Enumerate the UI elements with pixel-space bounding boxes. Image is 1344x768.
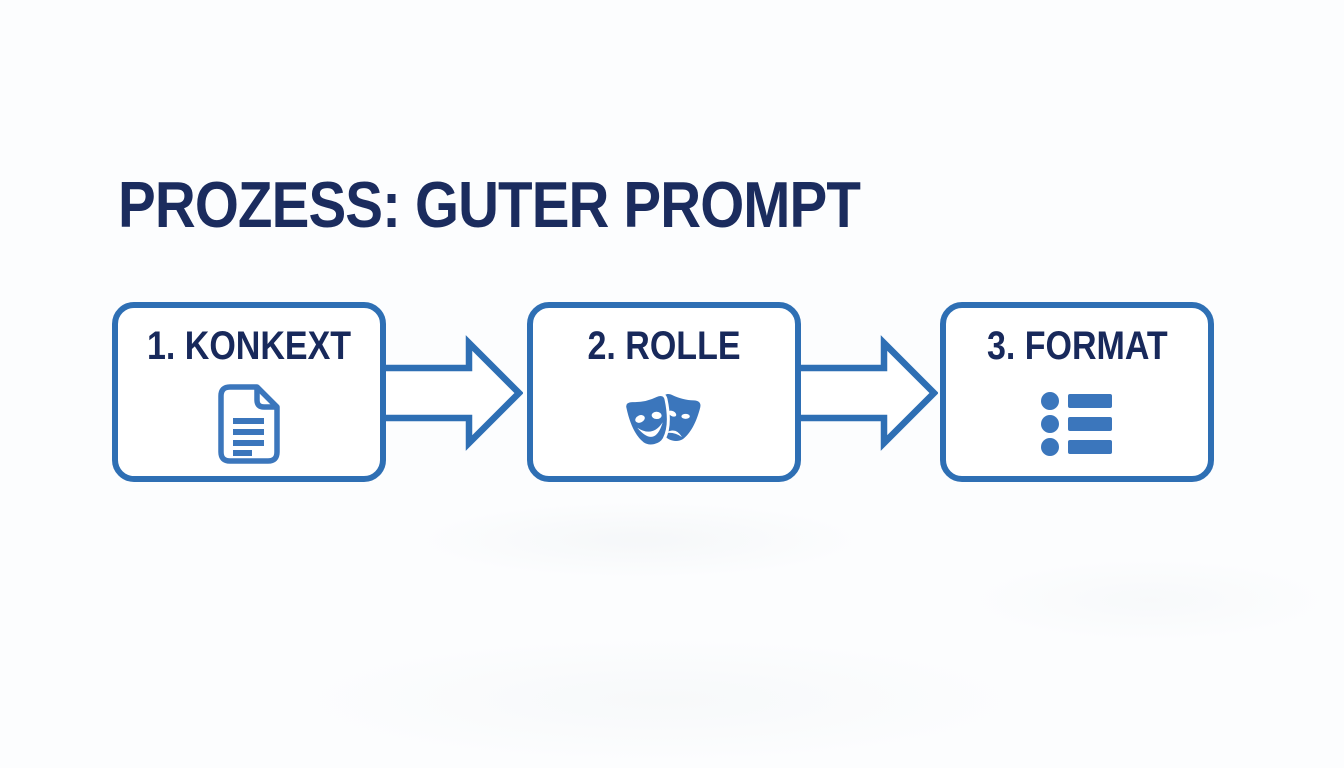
step-box-format: 3. FORMAT bbox=[940, 302, 1214, 482]
theater-masks-icon bbox=[619, 378, 709, 470]
arrow-right-icon bbox=[793, 335, 938, 451]
document-icon bbox=[217, 378, 281, 470]
page-title: PROZESS: GUTER PROMPT bbox=[118, 168, 861, 241]
step-box-rolle: 2. ROLLE bbox=[527, 302, 801, 482]
step-label: 3. FORMAT bbox=[986, 324, 1168, 368]
bullet-list-icon bbox=[1040, 378, 1114, 470]
step-box-kontext: 1. KONKEXT bbox=[112, 302, 386, 482]
arrow-right-icon bbox=[378, 335, 523, 451]
step-label: 1. KONKEXT bbox=[146, 324, 352, 368]
step-label: 2. ROLLE bbox=[587, 324, 741, 368]
